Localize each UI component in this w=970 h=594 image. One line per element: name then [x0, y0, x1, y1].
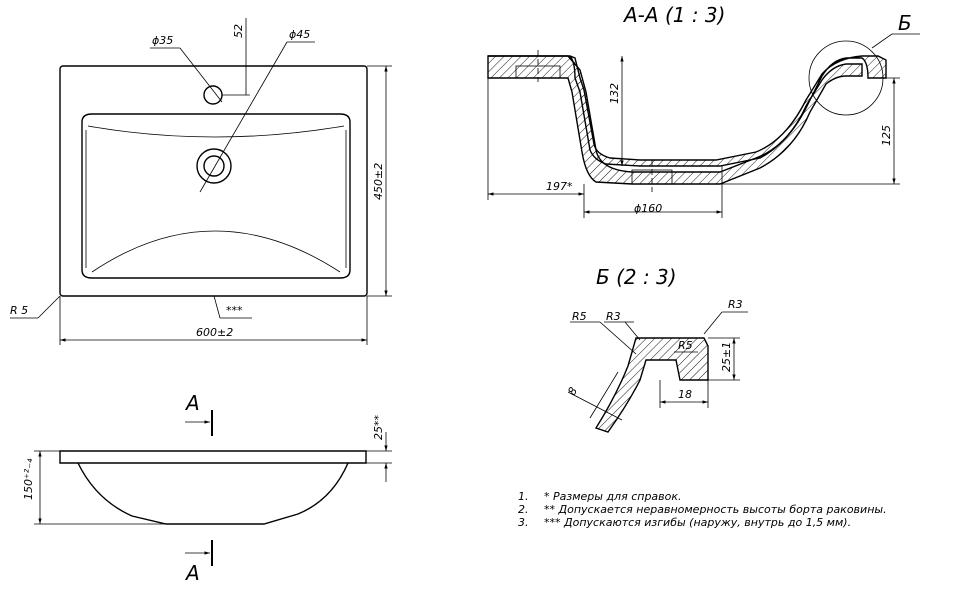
- label-125: 125: [880, 125, 893, 146]
- label-r5-left: R5: [572, 310, 587, 323]
- drain-inner: [203, 155, 225, 177]
- drain-outer: [196, 148, 232, 184]
- label-d35: ϕ35: [152, 34, 173, 47]
- faucet-hole: [203, 85, 223, 105]
- label-600: 600±2: [196, 326, 233, 339]
- label-d160: ϕ160: [634, 202, 662, 215]
- note-1-num: 1.: [518, 490, 529, 503]
- label-r3-left: R3: [606, 310, 621, 323]
- callout-label: Б: [898, 11, 912, 35]
- front-view: A A 25** 150⁺²₋₄: [22, 391, 392, 585]
- label-8: 8: [565, 385, 580, 398]
- label-cut-a-bottom: A: [184, 561, 200, 585]
- label-132: 132: [608, 83, 621, 104]
- label-cut-a-top: A: [184, 391, 200, 415]
- basin-outline: [59, 65, 368, 297]
- section-aa: A-A (1 : 3) Б 132 125 197* ϕ160: [487, 3, 920, 218]
- note-3-num: 3.: [518, 516, 529, 529]
- label-197: 197*: [546, 180, 573, 193]
- label-450: 450±2: [372, 163, 385, 200]
- label-52: 52: [232, 24, 245, 38]
- note-3-text: *** Допускаются изгибы (наружу, внутрь д…: [544, 516, 851, 529]
- label-25-detail: 25±1: [720, 342, 733, 372]
- detail-b: Б (2 : 3) R5 R3 R3 R5 25±1 18 8: [565, 265, 748, 433]
- front-bowl: [77, 462, 349, 525]
- note-2-num: 2.: [518, 503, 529, 516]
- label-r5-inner: R5: [678, 339, 693, 352]
- label-r3-right: R3: [728, 298, 743, 311]
- front-rim: [59, 450, 367, 464]
- top-view: ϕ35 ϕ45 52 450±2 600±2 R 5 ***: [10, 18, 392, 345]
- label-18: 18: [678, 388, 692, 401]
- detail-b-title: Б (2 : 3): [596, 265, 677, 289]
- note-2-text: ** Допускается неравномерность высоты бо…: [544, 503, 887, 516]
- bowl-inner-top: [87, 125, 345, 138]
- section-aa-title: A-A (1 : 3): [622, 3, 725, 27]
- bowl-inner-bottom: [91, 230, 341, 273]
- label-r5: R 5: [10, 304, 28, 317]
- label-150: 150⁺²₋₄: [22, 458, 35, 500]
- label-d45: ϕ45: [289, 28, 310, 41]
- label-25-front: 25**: [372, 415, 385, 440]
- bowl-outline: [81, 113, 351, 279]
- label-stars: ***: [226, 304, 243, 317]
- notes: 1. * Размеры для справок. 2. ** Допускае…: [518, 490, 887, 529]
- note-1-text: * Размеры для справок.: [544, 490, 682, 503]
